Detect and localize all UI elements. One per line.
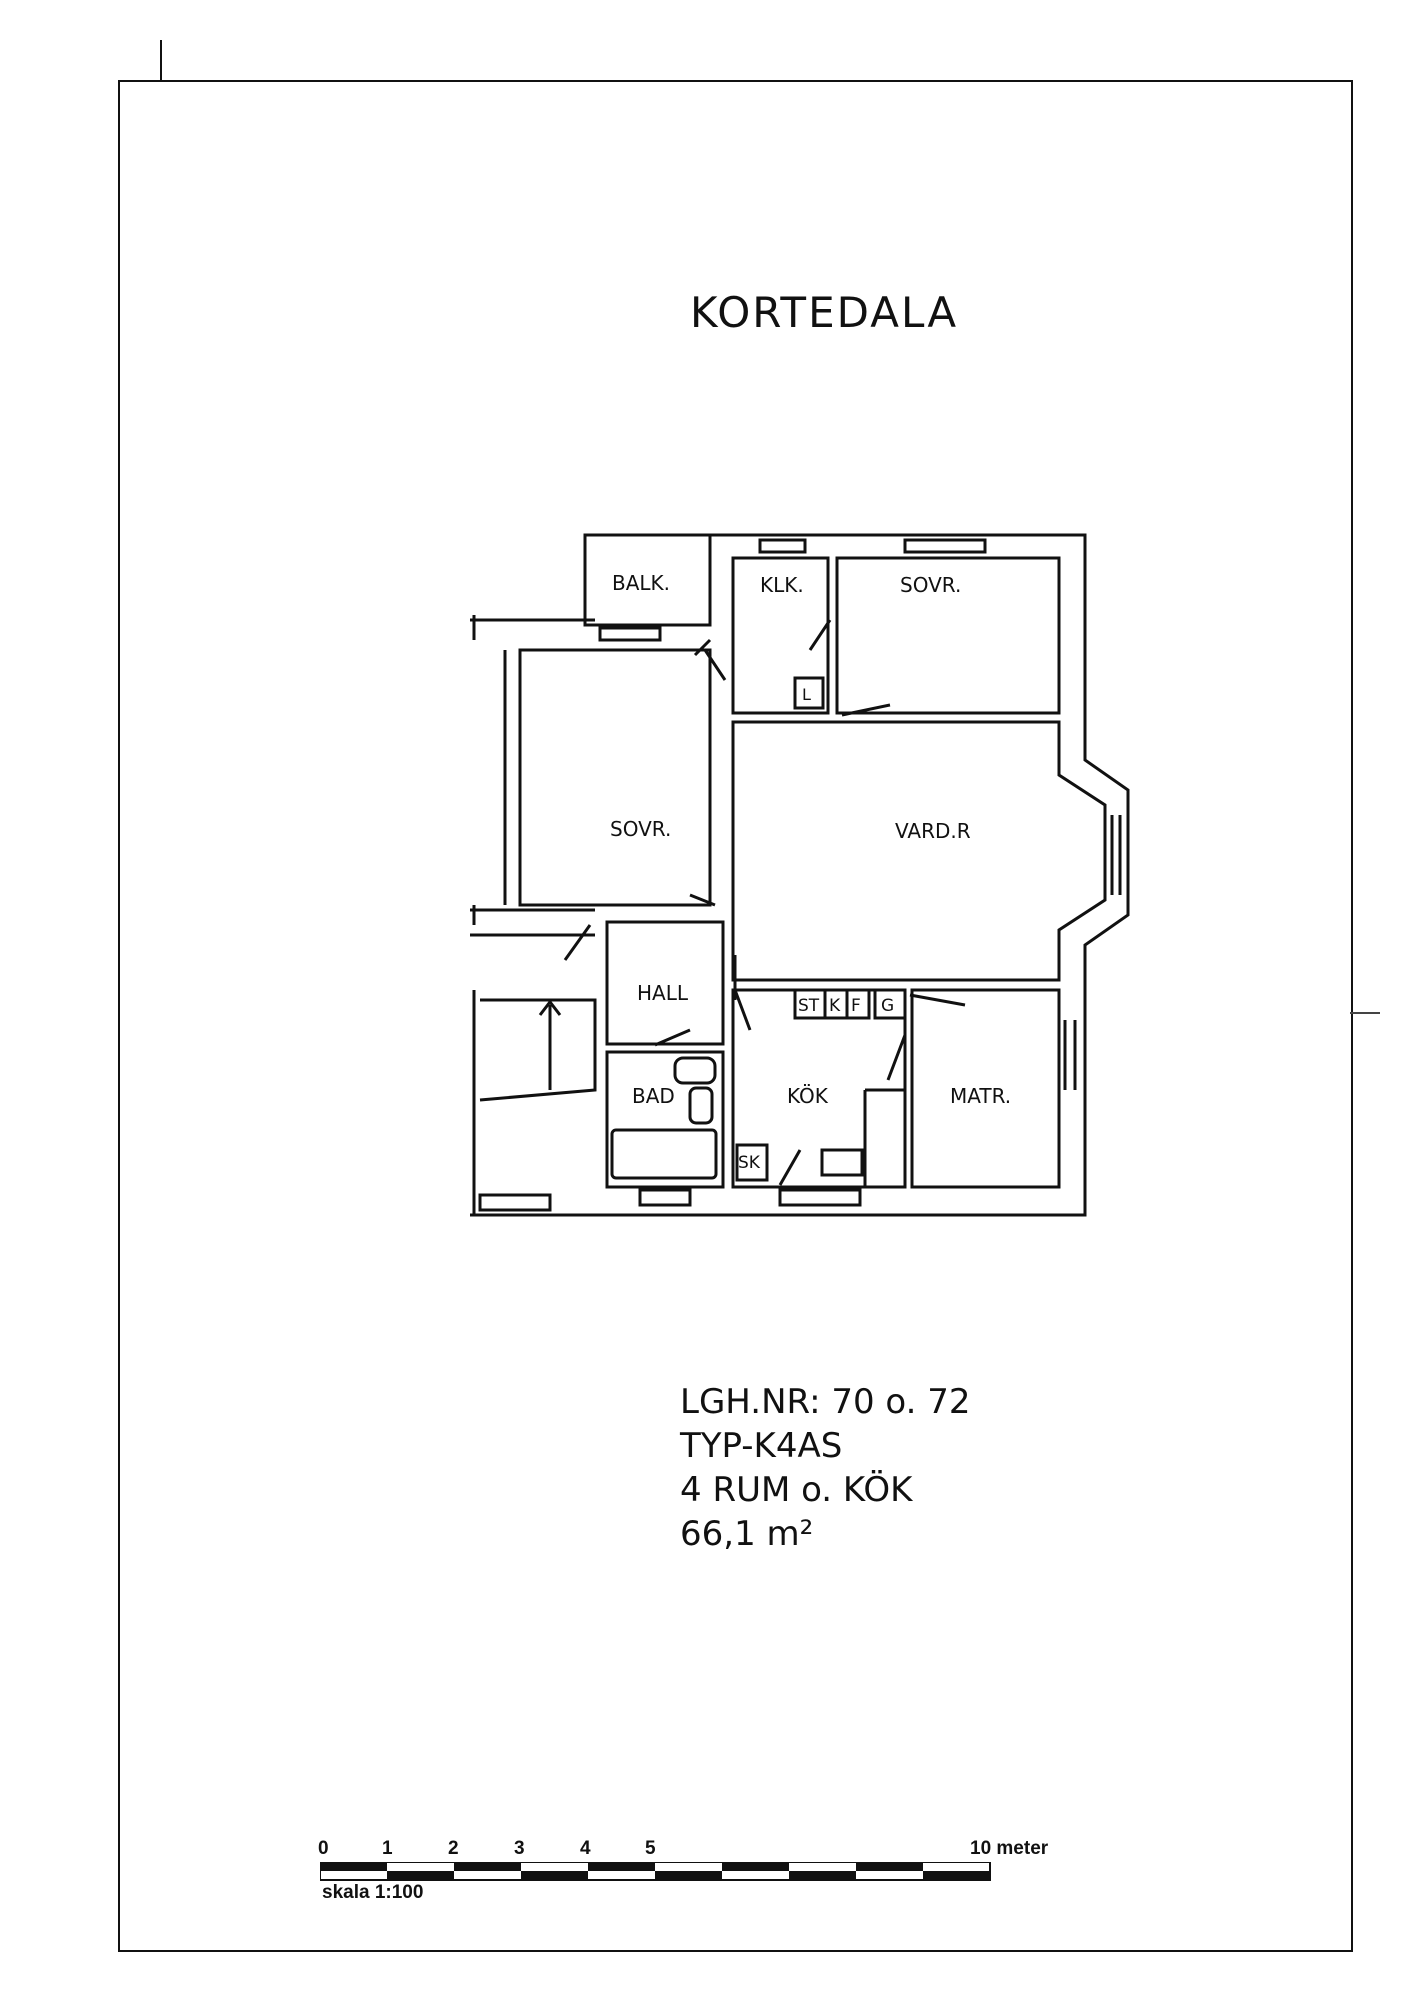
room-label-f: F	[851, 996, 861, 1016]
drawing-frame	[118, 80, 1353, 1952]
room-label-vard: VARD.R	[895, 819, 971, 843]
sk-cabinet	[735, 1143, 769, 1182]
apartment-number: LGH.NR: 70 o. 72	[680, 1382, 971, 1422]
scale-bar	[320, 1862, 991, 1881]
sheet-title: KORTEDALA	[690, 288, 959, 337]
bathtub	[610, 1128, 718, 1180]
room-label-k: K	[829, 996, 841, 1016]
scale-tick-1: 1	[382, 1838, 393, 1859]
scale-tick-5: 5	[645, 1838, 656, 1859]
outer-wall	[470, 533, 1130, 1217]
room-label-sk: SK	[738, 1153, 761, 1173]
top-windows	[598, 538, 987, 642]
bottom-windows	[478, 1188, 862, 1212]
room-label-bad: BAD	[632, 1084, 675, 1108]
kitchen-counter	[863, 1088, 905, 1187]
hall-outline	[605, 920, 725, 1046]
room-label-balk: BALK.	[612, 571, 670, 595]
room-label-sovr-top: SOVR.	[900, 573, 961, 597]
bedroom-left-outline	[518, 648, 712, 907]
bedroom-top-outline	[835, 556, 1061, 715]
scale-end-label: 10 meter	[970, 1838, 1049, 1859]
room-label-sovr-left: SOVR.	[610, 817, 671, 841]
l-box	[793, 676, 825, 710]
scale-tick-3: 3	[514, 1838, 525, 1859]
f-cabinet	[845, 988, 871, 1020]
top-crop-mark	[160, 40, 162, 82]
stove	[820, 1148, 864, 1177]
room-label-st: ST	[798, 996, 820, 1016]
toilet	[688, 1086, 714, 1125]
room-label-hall: HALL	[637, 981, 689, 1005]
sink	[673, 1056, 717, 1085]
closet-room-outline	[731, 556, 830, 715]
side-crop-mark	[1350, 1012, 1380, 1014]
balcony-outline	[583, 533, 712, 627]
left-corridor-wall	[470, 618, 595, 937]
apartment-area: 66,1 m²	[680, 1514, 814, 1554]
side-window	[1063, 1020, 1077, 1090]
room-label-klk: KLK.	[760, 573, 804, 597]
g-cabinet	[873, 988, 907, 1020]
bathroom-outline	[605, 1050, 725, 1189]
scale-tick-4: 4	[580, 1838, 591, 1859]
living-room-outline	[731, 720, 1107, 982]
room-label-matr: MATR.	[950, 1084, 1011, 1108]
apartment-rooms: 4 RUM o. KÖK	[680, 1470, 913, 1510]
door-swing	[563, 619, 966, 1186]
scale-label: skala 1:100	[322, 1882, 424, 1903]
scale-tick-0: 0	[318, 1838, 329, 1859]
bay-window	[1110, 815, 1122, 895]
stair	[479, 998, 597, 1102]
apartment-type: TYP-K4AS	[680, 1426, 843, 1466]
dining-room-outline	[910, 988, 1061, 1189]
room-label-l: L	[802, 685, 811, 704]
room-label-kok: KÖK	[787, 1084, 829, 1108]
apartment-info: LGH.NR: 70 o. 72 TYP-K4AS 4 RUM o. KÖK 6…	[680, 1380, 971, 1556]
room-label-g: G	[881, 996, 894, 1016]
scale-tick-2: 2	[448, 1838, 459, 1859]
